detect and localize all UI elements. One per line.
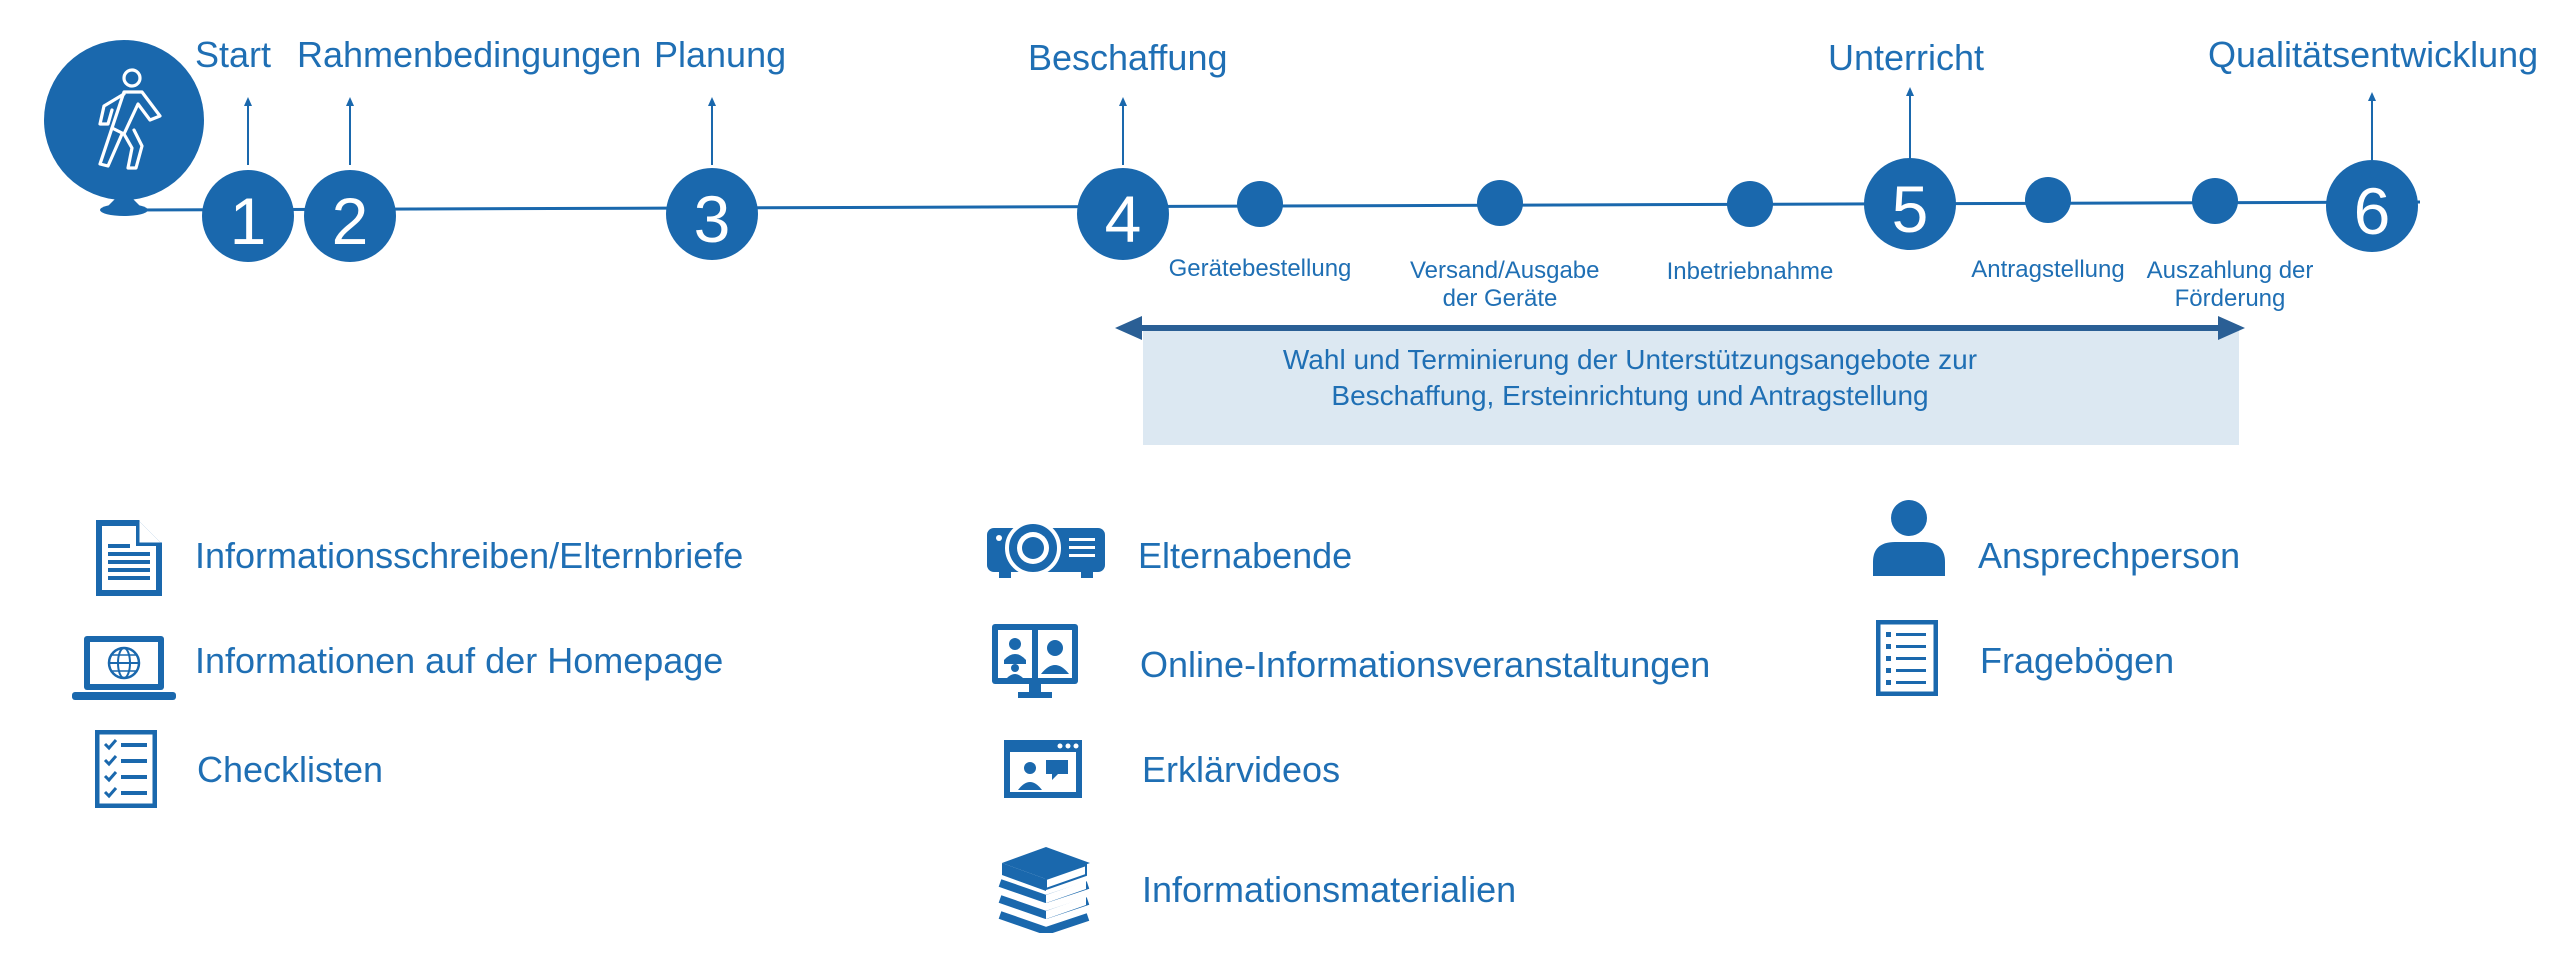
legend-label-3: Checklisten <box>197 749 384 790</box>
phase-label-5: Unterricht <box>1828 37 1985 78</box>
legend-label-2: Informationen auf der Homepage <box>195 640 724 681</box>
substep-dot-1 <box>1237 181 1283 227</box>
checklist-icon <box>95 730 157 808</box>
phase-number-3: 3 <box>693 182 731 256</box>
phase-circle-5 <box>1864 158 1956 250</box>
legend-label-1: Informationsschreiben/Elternbriefe <box>195 535 744 576</box>
laptop-globe-icon <box>72 636 176 700</box>
substep-dot-4 <box>2025 177 2071 223</box>
person-icon <box>1873 500 1945 576</box>
substep-dot-5 <box>2192 178 2238 224</box>
phase-circle-2 <box>304 170 396 262</box>
document-icon <box>96 520 162 596</box>
phase-circle-3 <box>666 168 758 260</box>
legend-label-5: Online-Informationsveranstaltungen <box>1140 644 1711 685</box>
support-band <box>1143 325 2239 445</box>
phase-circle-6 <box>2326 160 2418 252</box>
projector-icon <box>987 520 1105 578</box>
legend-label-8: Ansprechperson <box>1978 535 2241 576</box>
video-conference-icon <box>992 624 1078 698</box>
substep-label-4: Antragstellung <box>1971 256 2125 283</box>
phase-number-1: 1 <box>229 184 267 258</box>
phase-number-6: 6 <box>2353 174 2391 248</box>
start-marker <box>44 40 204 216</box>
books-icon <box>998 847 1090 933</box>
substep-dot-2 <box>1477 180 1523 226</box>
phase-label-4: Beschaffung <box>1028 37 1228 78</box>
phase-number-4: 4 <box>1104 182 1142 256</box>
substep-label-5: Auszahlung der Förderung <box>2146 257 2314 312</box>
video-chat-icon <box>1004 740 1082 798</box>
substep-label-1: Gerätebestellung <box>1168 255 1352 282</box>
substep-label-2: Versand/Ausgabe der Geräte <box>1410 257 1600 312</box>
phase-label-2: Rahmenbedingungen <box>297 34 642 75</box>
phase-circle-4 <box>1077 168 1169 260</box>
phase-label-3: Planung <box>654 34 787 75</box>
double-arrow <box>1115 316 2245 340</box>
questionnaire-icon <box>1876 620 1938 696</box>
walking-person-icon <box>98 68 162 170</box>
substep-dot-3 <box>1727 181 1773 227</box>
phase-label-6: Qualitätsentwicklung <box>2208 34 2539 75</box>
support-band-text: Wahl und Terminierung der Unterstützungs… <box>1282 344 1978 411</box>
phase-number-5: 5 <box>1891 172 1929 246</box>
legend-label-9: Fragebögen <box>1980 640 2175 681</box>
legend-label-4: Elternabende <box>1138 535 1353 576</box>
substep-label-3: Inbetriebnahme <box>1666 258 1834 285</box>
phase-number-2: 2 <box>331 184 369 258</box>
legend-label-6: Erklärvideos <box>1142 749 1341 790</box>
legend-label-7: Informationsmaterialien <box>1142 869 1517 910</box>
phase-label-1: Start <box>195 34 272 75</box>
phase-circle-1 <box>202 170 294 262</box>
